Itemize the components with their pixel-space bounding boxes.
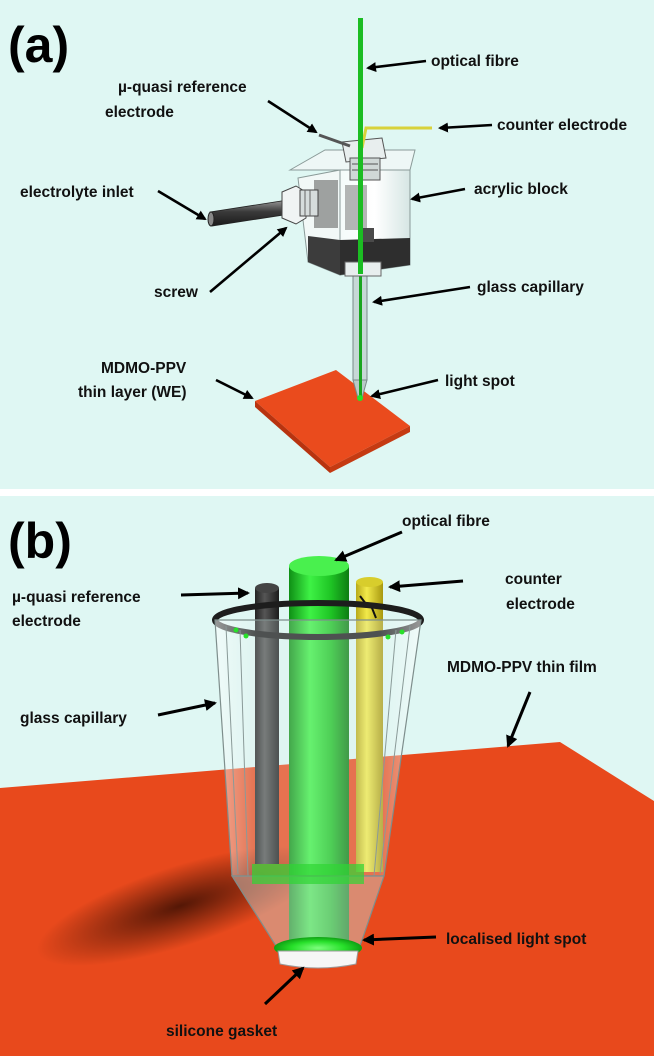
arrow-localised-light-spot [362, 933, 437, 946]
arrow-silicone-gasket [263, 966, 305, 1006]
arrow-electrolyte-inlet [157, 189, 207, 221]
arrow-glass-capillary [157, 699, 217, 717]
label-counter-electrode-line1: counter [505, 571, 562, 588]
label-localised-light-spot: localised light spot [446, 931, 586, 948]
panel-b: (b) [0, 496, 654, 1056]
arrow-reference-electrode [267, 99, 318, 134]
arrow-screw [209, 226, 288, 293]
arrow-thin-film [506, 691, 532, 748]
glass-capillary [212, 600, 424, 947]
arrow-light-spot [370, 378, 439, 399]
label-reference-electrode-line2: electrode [12, 613, 81, 630]
arrow-counter-electrode [438, 122, 493, 133]
arrow-optical-fibre [334, 530, 403, 562]
arrow-optical-fibre [366, 59, 427, 73]
label-counter-electrode: counter electrode [497, 117, 627, 134]
light-spot [357, 395, 363, 401]
label-reference-electrode-line1: µ-quasi reference [118, 79, 247, 96]
panel-a-label: (a) [8, 17, 69, 73]
silicone-gasket [277, 950, 359, 969]
label-optical-fibre: optical fibre [402, 513, 490, 530]
reference-electrode-wire [318, 133, 351, 148]
arrow-acrylic-block [410, 187, 466, 203]
label-light-spot: light spot [445, 373, 515, 390]
label-glass-capillary: glass capillary [20, 710, 127, 727]
panel-b-diagram: (b) [0, 496, 654, 1056]
label-reference-electrode-line1: µ-quasi reference [12, 589, 141, 606]
label-reference-electrode-line2: electrode [105, 104, 174, 121]
arrow-reference-electrode [180, 587, 250, 600]
arrow-counter-electrode [388, 579, 464, 593]
top-fitting [341, 137, 387, 181]
label-silicone-gasket: silicone gasket [166, 1023, 277, 1040]
arrow-glass-capillary [372, 285, 471, 306]
label-screw: screw [154, 284, 199, 301]
mdmo-ppv-thin-layer [255, 370, 410, 473]
glass-capillary [352, 269, 368, 399]
arrow-mdmo-ppv [215, 378, 254, 400]
label-mdmo-ppv-line1: MDMO-PPV [101, 360, 187, 377]
panel-divider [0, 489, 654, 496]
panel-a-diagram: (a) [0, 0, 654, 489]
screw [281, 185, 319, 225]
panel-a: (a) [0, 0, 654, 489]
label-glass-capillary: glass capillary [477, 279, 584, 296]
panel-b-arrows [157, 530, 532, 1006]
label-mdmo-ppv-line2: thin layer (WE) [78, 384, 187, 401]
panel-a-arrows [157, 59, 493, 400]
label-thin-film: MDMO-PPV thin film [447, 659, 597, 676]
label-electrolyte-inlet: electrolyte inlet [20, 184, 134, 201]
label-acrylic-block: acrylic block [474, 181, 568, 198]
optical-fibre [358, 18, 363, 274]
label-optical-fibre: optical fibre [431, 53, 519, 70]
counter-electrode-wire [360, 126, 432, 149]
panel-b-label: (b) [8, 513, 72, 569]
label-counter-electrode-line2: electrode [506, 596, 575, 613]
